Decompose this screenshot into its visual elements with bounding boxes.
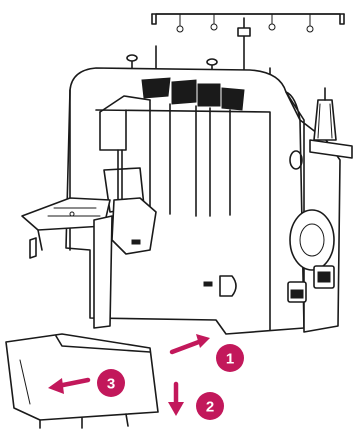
step-badge-3: 3 [97,369,125,397]
step-badge-2: 2 [196,392,224,420]
step-number-2: 2 [206,399,214,416]
step-number-3: 3 [107,376,115,393]
work-bed [22,198,112,328]
thread-cone [310,88,352,158]
step-number-1: 1 [226,351,234,368]
step-badge-1: 1 [216,344,244,372]
